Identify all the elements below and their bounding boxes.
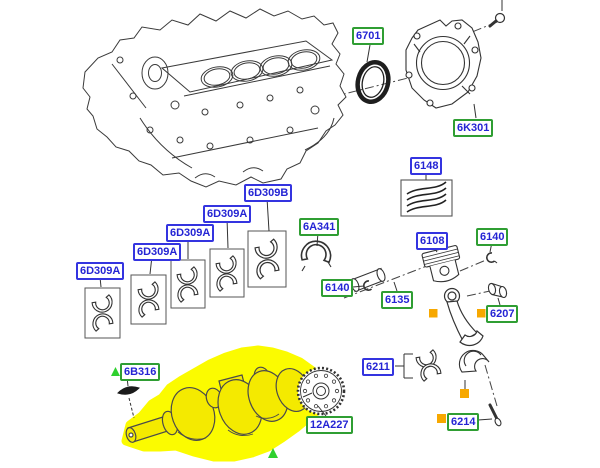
callout-square-marker	[437, 414, 446, 423]
part-label-6135[interactable]: 6135	[381, 291, 414, 309]
rod-cap-drawing	[458, 349, 490, 373]
retainer-bolt-drawing	[488, 0, 506, 28]
part-label-6D309A-1[interactable]: 6D309A	[76, 262, 125, 280]
seal-retainer-plate-drawing	[405, 19, 482, 109]
part-label-6211[interactable]: 6211	[362, 358, 394, 376]
part-label-6K301[interactable]: 6K301	[453, 119, 494, 137]
part-label-6A341[interactable]: 6A341	[299, 218, 340, 236]
engine-block-drawing	[82, 8, 347, 188]
callout-square-marker	[460, 389, 469, 398]
callout-square-marker	[477, 309, 486, 318]
crankshaft-rear-seal-drawing	[355, 60, 391, 104]
piston-drawing	[421, 244, 461, 283]
woodruff-key-drawing	[117, 386, 140, 395]
selection-triangle-marker	[111, 367, 120, 376]
callout-square-marker	[429, 309, 438, 318]
rod-bushing-drawing	[487, 282, 508, 299]
main-bearing-box-5	[247, 230, 287, 288]
main-bearing-box-4	[209, 248, 245, 298]
main-bearing-box-1	[84, 287, 121, 339]
piston-rings-drawing	[400, 179, 453, 217]
part-label-6207[interactable]: 6207	[486, 305, 519, 323]
part-label-6D309A-2[interactable]: 6D309A	[133, 243, 182, 261]
part-label-6140-upper[interactable]: 6140	[476, 228, 509, 246]
part-label-6140-lower[interactable]: 6140	[321, 279, 354, 297]
part-label-6B316[interactable]: 6B316	[120, 363, 161, 381]
thrust-washer-drawing	[300, 239, 333, 272]
rod-bolt-drawing	[488, 403, 502, 427]
pin-clip-right-icon	[486, 252, 498, 264]
part-label-12A227[interactable]: 12A227	[306, 416, 353, 434]
selection-triangle-marker	[268, 448, 278, 458]
selection-markers	[111, 309, 486, 458]
part-label-6701[interactable]: 6701	[352, 27, 385, 45]
part-label-6D309B[interactable]: 6D309B	[244, 184, 293, 202]
part-label-6D309A-3[interactable]: 6D309A	[166, 224, 215, 242]
main-bearing-box-2	[130, 274, 167, 325]
trigger-wheel-drawing	[296, 366, 346, 416]
connecting-rod-drawing	[443, 287, 484, 347]
pin-clip-left-icon	[363, 280, 373, 291]
main-bearing-box-3	[170, 259, 206, 309]
part-label-6108[interactable]: 6108	[416, 232, 449, 250]
part-label-6148[interactable]: 6148	[410, 157, 443, 175]
part-label-6D309A-4[interactable]: 6D309A	[203, 205, 252, 223]
rod-bearing-shells-drawing	[414, 349, 443, 382]
part-label-6214[interactable]: 6214	[447, 413, 480, 431]
